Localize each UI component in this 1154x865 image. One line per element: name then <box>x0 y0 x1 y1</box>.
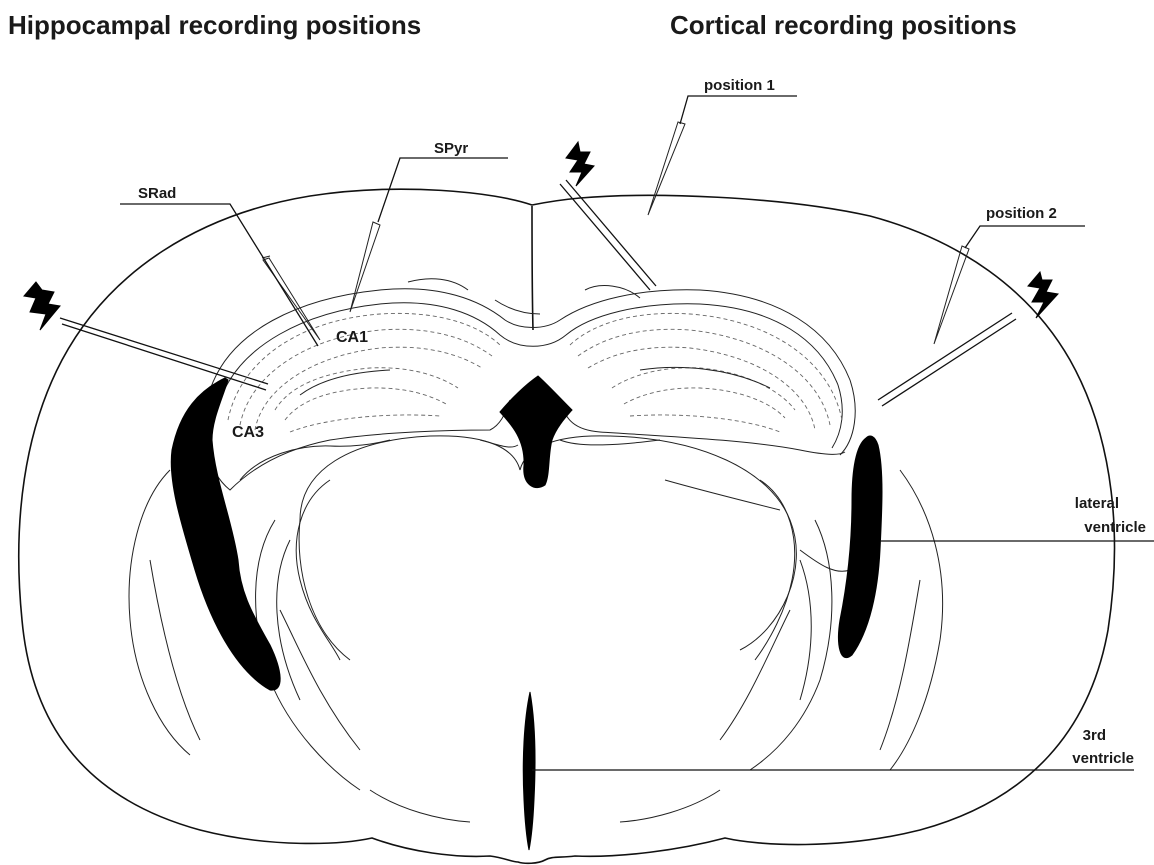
label-lateral-ventricle-line2: ventricle <box>1084 519 1146 536</box>
lightning-bolt-icon <box>1028 272 1058 318</box>
third-ventricle <box>523 692 535 850</box>
recording-electrode-spyr <box>350 222 380 312</box>
label-third-ventricle-line2: ventricle <box>1072 750 1134 767</box>
label-third-ventricle-line1: 3rd <box>1083 727 1106 744</box>
stimulation-electrode-cortical-2 <box>878 313 1016 406</box>
label-ca1: CA1 <box>336 329 368 346</box>
stimulation-electrode-hippocampal <box>60 318 268 390</box>
dorsal-third-ventricle <box>500 376 572 488</box>
internal-structures <box>129 279 943 822</box>
label-ca3: CA3 <box>232 424 264 441</box>
label-srad: SRad <box>138 185 176 202</box>
label-spyr: SPyr <box>434 140 468 157</box>
lightning-bolt-icon <box>566 142 594 186</box>
label-position-1: position 1 <box>704 77 775 94</box>
label-lateral-ventricle-line1: lateral <box>1075 495 1119 512</box>
recording-electrode-position-1 <box>648 122 685 215</box>
midline <box>532 206 533 330</box>
recording-electrode-position-2 <box>934 246 969 344</box>
label-position-2: position 2 <box>986 205 1057 222</box>
right-lateral-ventricle <box>839 436 883 658</box>
ventricles <box>171 376 882 850</box>
lightning-bolt-icon <box>24 282 60 330</box>
